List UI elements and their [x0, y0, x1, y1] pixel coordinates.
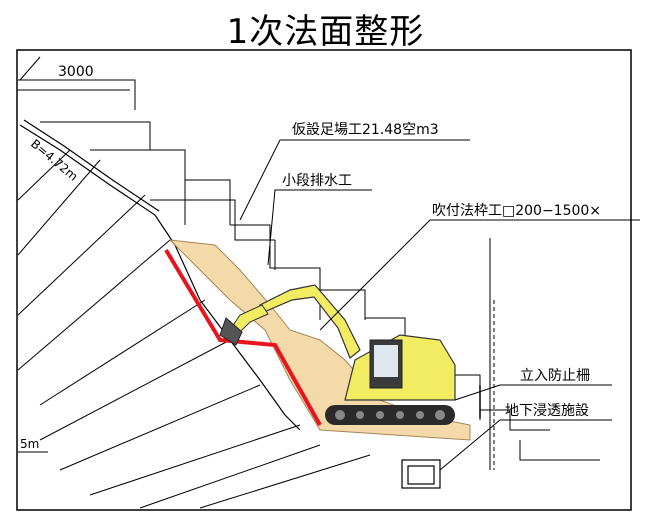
- original-slope-surface: [19, 119, 301, 431]
- ground-hatch-lines: [17, 149, 371, 509]
- excavator: [219, 284, 456, 425]
- infiltration-label: 地下浸透施設: [505, 403, 589, 419]
- width-dimension-label: 3000: [58, 64, 94, 80]
- small-drain-label: 小段排水工: [282, 173, 352, 189]
- height-dimension-label: 5m: [20, 437, 39, 451]
- slope-length-label: B=4.72m: [28, 137, 80, 184]
- infiltration-facility: [401, 459, 441, 489]
- shotcrete-frame-label: 吹付法枠工□200−1500×: [432, 203, 601, 219]
- excavator-tracks: [325, 405, 455, 425]
- fence-label: 立入防止柵: [520, 368, 590, 384]
- cut-line: [164, 248, 322, 426]
- diagram-title: 1次法面整形: [226, 12, 425, 52]
- leader-lines: [18, 56, 640, 471]
- scaffold-label: 仮設足場工21.48空m3: [292, 122, 439, 138]
- drawing-frame: [16, 49, 632, 511]
- excavator-bucket: [219, 317, 243, 346]
